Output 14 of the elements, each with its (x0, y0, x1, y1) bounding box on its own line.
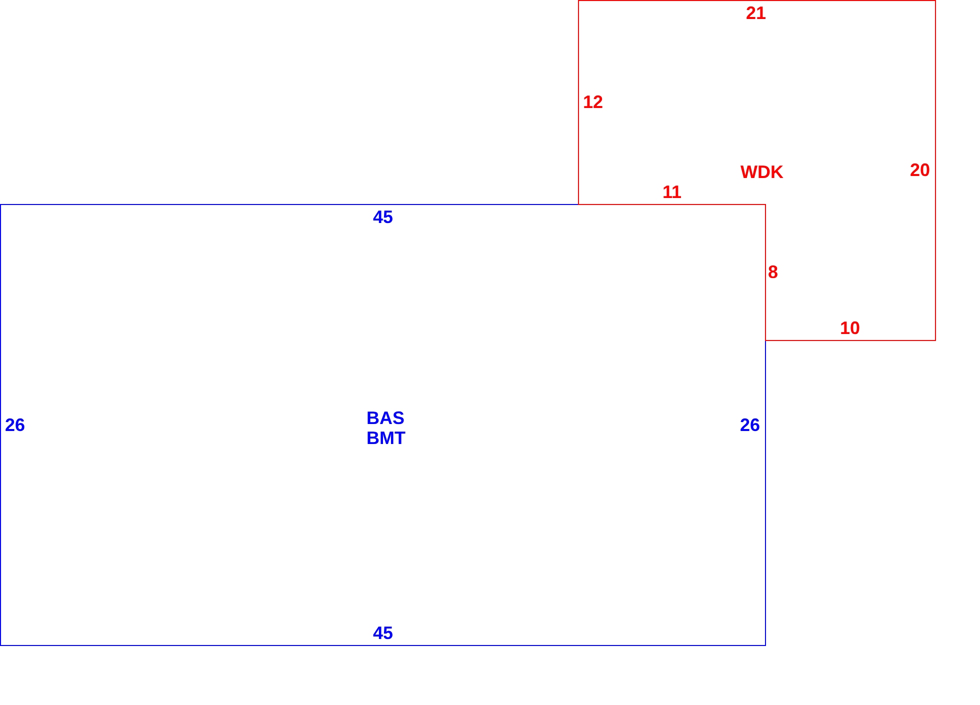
dimension-label: 26 (4, 415, 26, 435)
room-label: WDK (740, 162, 784, 182)
dimension-label: 11 (662, 182, 682, 202)
dimension-label: 10 (840, 318, 860, 338)
dimension-label: 26 (740, 415, 760, 435)
dimension-label: 8 (768, 262, 778, 282)
dimension-label: 45 (372, 623, 394, 643)
room-label: BAS (366, 408, 405, 428)
room-label: BMT (366, 428, 406, 448)
dimension-label: 12 (582, 92, 604, 112)
dimension-label: 45 (372, 207, 394, 227)
dimension-label: 21 (746, 3, 766, 23)
dimension-label: 20 (910, 160, 930, 180)
room-outline (0, 204, 766, 646)
